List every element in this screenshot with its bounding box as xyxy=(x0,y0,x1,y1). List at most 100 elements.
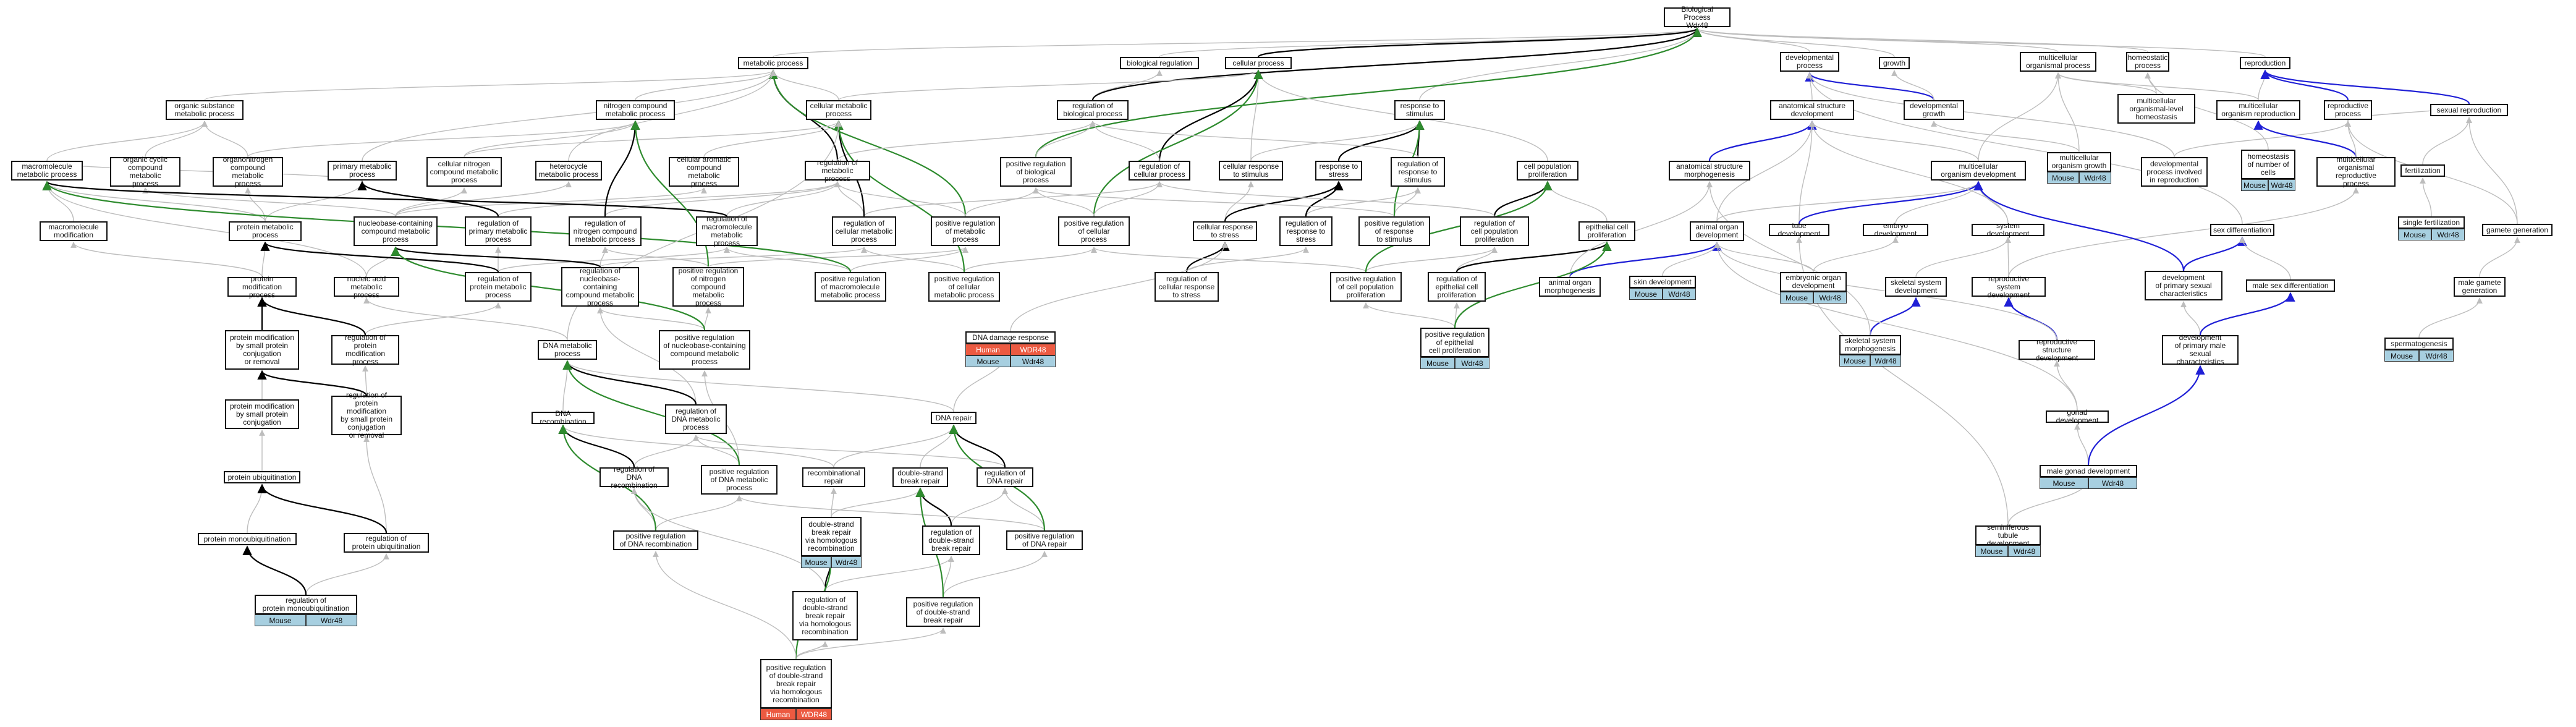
go-term-protmet[interactable]: protein metabolic process xyxy=(229,221,302,241)
go-term-dnarepair[interactable]: DNA repair xyxy=(931,412,977,424)
go-term-devprimmale[interactable]: development of primary male sexual chara… xyxy=(2162,334,2239,366)
go-term-posregdnarepair[interactable]: positive regulation of DNA repair xyxy=(1006,530,1083,550)
go-term-posregdsb[interactable]: positive regulation of double-strand bre… xyxy=(906,597,980,627)
go-term-protubiq[interactable]: protein ubiquitination xyxy=(224,471,300,483)
go-term-cellular[interactable]: cellular process xyxy=(1225,57,1292,69)
go-term-animalmorph[interactable]: animal organ morphogenesis xyxy=(1539,277,1601,297)
go-term-regepith[interactable]: regulation of epithelial cell proliferat… xyxy=(1428,272,1486,302)
go-term-malesexdiff[interactable]: male sex differentiation xyxy=(2246,279,2335,292)
go-term-posregcellpop[interactable]: positive regulation of cell population p… xyxy=(1330,272,1402,302)
go-term-regresp[interactable]: regulation of response to stimulus xyxy=(1391,157,1445,187)
go-term-protmodsmallconj[interactable]: protein modification by small protein co… xyxy=(225,399,299,429)
go-term-posregcell[interactable]: positive regulation of cellular process xyxy=(1058,216,1130,246)
go-term-regprim[interactable]: regulation of primary metabolic process xyxy=(465,216,532,246)
go-term-reproproc[interactable]: reproductive process xyxy=(2324,100,2372,120)
go-term-devrepro[interactable]: developmental process involved in reprod… xyxy=(2141,157,2208,187)
go-term-regmet[interactable]: regulation of metabolic process xyxy=(805,158,870,182)
go-term-singlefert[interactable]: single fertilization xyxy=(2398,216,2465,229)
go-term-regprot[interactable]: regulation of protein metabolic process xyxy=(465,272,532,302)
go-term-primary[interactable]: primary metabolic process xyxy=(328,161,397,181)
go-term-posregdnarecomb[interactable]: positive regulation of DNA recombination xyxy=(613,530,698,550)
go-term-cellpop[interactable]: cell population proliferation xyxy=(1517,161,1578,181)
go-term-posregdsbhomol[interactable]: positive regulation of double-strand bre… xyxy=(760,659,832,708)
go-term-protmono[interactable]: protein monoubiquitination xyxy=(198,533,297,545)
go-term-gonad[interactable]: gonad development xyxy=(2046,409,2109,425)
go-term-regcellmet[interactable]: regulation of cellular metabolic process xyxy=(832,216,896,246)
go-term-regbio[interactable]: regulation of biological process xyxy=(1057,100,1129,120)
go-term-anatdev[interactable]: anatomical structure development xyxy=(1770,100,1854,120)
go-term-regnucleo[interactable]: regulation of nucleobase-containing comp… xyxy=(561,266,639,307)
go-term-posregbio[interactable]: positive regulation of biological proces… xyxy=(1000,157,1072,187)
go-term-posregdnamet[interactable]: positive regulation of DNA metabolic pro… xyxy=(701,465,777,495)
go-term-regstress[interactable]: regulation of response to stress xyxy=(1279,216,1332,246)
go-term-mcogrowth[interactable]: multicellular organismal-level homeostas… xyxy=(2117,94,2195,124)
go-term-cellstress[interactable]: cellular response to stress xyxy=(1193,221,1257,241)
go-term-regnitro[interactable]: regulation of nitrogen compound metaboli… xyxy=(569,216,642,246)
go-term-organonitro[interactable]: organonitrogen compound metabolic proces… xyxy=(213,156,283,188)
go-term-regdnarecomb[interactable]: regulation of DNA recombination xyxy=(600,465,669,489)
go-term-macromol[interactable]: macromolecule metabolic process xyxy=(11,161,83,181)
go-term-malegamete[interactable]: male gamete generation xyxy=(2454,277,2506,297)
go-term-nucleo[interactable]: nucleobase-containing compound metabolic… xyxy=(354,216,438,246)
go-term-metabolic[interactable]: metabolic process xyxy=(738,57,808,69)
go-term-orgcyclic[interactable]: organic cyclic compound metabolic proces… xyxy=(110,156,180,188)
go-term-regdsbhomol[interactable]: regulation of double-strand break repair… xyxy=(792,591,858,640)
go-term-cellmet[interactable]: cellular metabolic process xyxy=(806,100,871,120)
go-term-malegonad[interactable]: male gonad development xyxy=(2040,465,2137,477)
go-term-mcorepproc[interactable]: multicellular organismal reproductive pr… xyxy=(2316,156,2396,188)
go-term-respstim[interactable]: response to stimulus xyxy=(1394,100,1445,120)
go-term-posregcellmet[interactable]: positive regulation of cellular metaboli… xyxy=(928,272,1000,302)
go-term-macromod[interactable]: macromolecule modification xyxy=(40,221,108,241)
go-term-bioreg[interactable]: biological regulation xyxy=(1120,57,1199,69)
go-term-mcogrowth2[interactable]: multicellular organism development xyxy=(1931,161,2026,181)
go-term-gametegen[interactable]: gamete generation xyxy=(2482,224,2553,236)
go-term-protmodsmall[interactable]: protein modification by small protein co… xyxy=(225,330,299,370)
go-term-systemdev[interactable]: system development xyxy=(1972,222,2044,238)
go-term-posregmet[interactable]: positive regulation of metabolic process xyxy=(931,216,1000,246)
go-term-protmod[interactable]: protein modification process xyxy=(227,274,297,299)
go-term-cellarom[interactable]: cellular aromatic compound metabolic pro… xyxy=(669,156,739,188)
go-term-respstress[interactable]: response to stress xyxy=(1315,161,1362,181)
go-term-posresp[interactable]: positive regulation of response to stimu… xyxy=(1358,216,1430,246)
go-term-regdnarepair[interactable]: regulation of DNA repair xyxy=(977,467,1033,487)
go-term-spermato[interactable]: spermatogenesis xyxy=(2384,338,2454,350)
go-term-hetero[interactable]: heterocycle metabolic process xyxy=(535,161,602,181)
go-term-tubedev[interactable]: tube development xyxy=(1769,222,1829,238)
go-term-fert[interactable]: fertilization xyxy=(2400,164,2445,177)
go-term-seminif[interactable]: seminiferous tubule development xyxy=(1975,523,2041,547)
go-term-epithelial[interactable]: epithelial cell proliferation xyxy=(1578,221,1635,241)
go-term-posregnitro[interactable]: positive regulation of nitrogen compound… xyxy=(672,266,744,307)
go-term-skelmorph[interactable]: skeletal system morphogenesis xyxy=(1839,335,1901,355)
go-term-regprotubiq[interactable]: regulation of protein ubiquitination xyxy=(344,533,429,553)
go-term-reproduction[interactable]: reproduction xyxy=(2240,57,2290,69)
go-term-regcellpop[interactable]: regulation of cell population proliferat… xyxy=(1460,216,1529,246)
go-term-mcorep[interactable]: multicellular organism reproduction xyxy=(2216,100,2300,120)
go-term-regprotmod[interactable]: regulation of protein modification proce… xyxy=(331,334,399,366)
go-term-sexrep[interactable]: sexual reproduction xyxy=(2430,104,2508,116)
go-term-embryodev[interactable]: embryo development xyxy=(1863,222,1928,238)
go-term-posregmacro[interactable]: positive regulation of macromolecule met… xyxy=(815,272,886,302)
go-term-dnadamage[interactable]: DNA damage response xyxy=(965,331,1056,344)
go-term-mcoorgrowth[interactable]: multicellular organism growth xyxy=(2047,152,2111,172)
go-term-dnamet[interactable]: DNA metabolic process xyxy=(538,340,597,360)
go-term-regprotmono[interactable]: regulation of protein monoubiquitination xyxy=(255,595,357,614)
go-term-embryoorgan[interactable]: embryonic organ development xyxy=(1780,272,1847,292)
go-term-regdnamet[interactable]: regulation of DNA metabolic process xyxy=(665,404,727,434)
go-term-reprosys[interactable]: reproductive system development xyxy=(1972,274,2046,299)
go-term-devproc[interactable]: developmental process xyxy=(1780,52,1839,72)
go-term-anatmorph[interactable]: anatomical structure morphogenesis xyxy=(1669,161,1750,181)
go-term-dnarecomb[interactable]: DNA recombination xyxy=(532,410,595,426)
go-term-devgrowth[interactable]: developmental growth xyxy=(1904,100,1964,120)
go-term-nucleic[interactable]: nucleic acid metabolic process xyxy=(334,274,399,299)
go-term-posregnucleo[interactable]: positive regulation of nucleobase-contai… xyxy=(659,330,750,370)
go-term-regprotmodsmall[interactable]: regulation of protein modification by sm… xyxy=(331,391,402,440)
go-term-sexdiff[interactable]: sex differentiation xyxy=(2210,224,2274,236)
go-term-skeletal[interactable]: skeletal system development xyxy=(1885,277,1947,297)
go-term-homeostatic[interactable]: homeostatic process xyxy=(2126,52,2169,72)
go-term-regcell[interactable]: regulation of cellular process xyxy=(1129,161,1190,181)
go-term-multicell[interactable]: multicellular organismal process xyxy=(2020,52,2096,72)
go-term-root[interactable]: Biological Process Wdr48 xyxy=(1664,5,1731,29)
go-term-nitrogen[interactable]: nitrogen compound metabolic process xyxy=(596,100,675,120)
go-term-regdsb[interactable]: regulation of double-strand break repair xyxy=(922,525,980,555)
go-term-dsbhomol[interactable]: double-strand break repair via homologou… xyxy=(801,517,862,556)
